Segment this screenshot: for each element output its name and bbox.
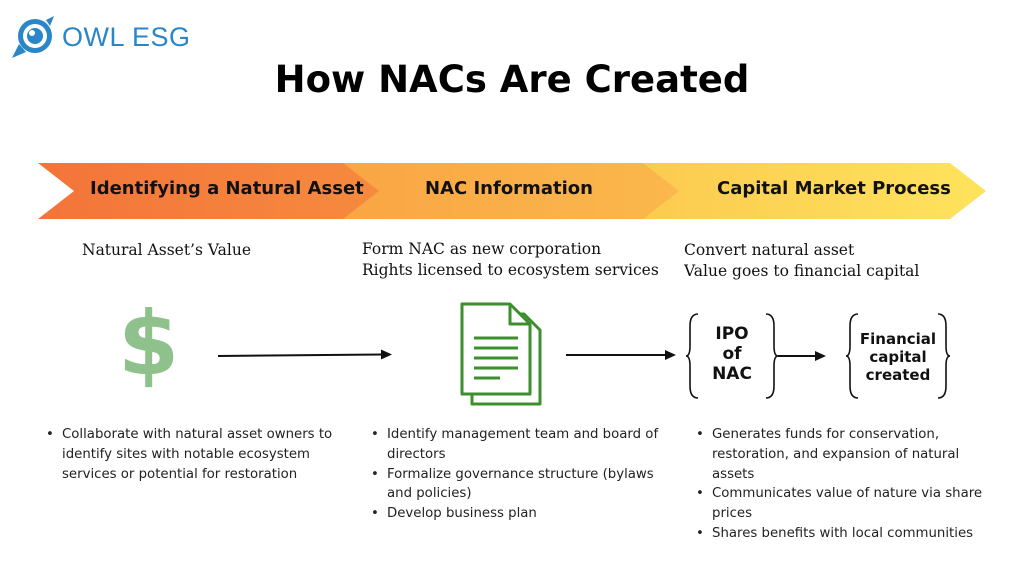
brand-logo: OWL ESG xyxy=(10,14,191,60)
flow-arrow-3 xyxy=(778,351,826,361)
stage-2-bullet-list: Identify management team and board of di… xyxy=(371,425,667,524)
stage-2-chevron xyxy=(338,163,679,219)
financial-capital-box-text: Financial capital created xyxy=(852,330,944,384)
list-item: Shares benefits with local communities xyxy=(696,524,996,544)
list-item: Communicates value of nature via share p… xyxy=(696,484,996,524)
list-item: Develop business plan xyxy=(371,504,667,524)
ipo-brace-box xyxy=(686,313,778,399)
list-item: Formalize governance structure (bylaws a… xyxy=(371,465,667,505)
financial-box-line-1: Financial xyxy=(859,330,937,348)
flow-arrow-2 xyxy=(566,350,676,360)
stage-2-description-line-2: Rights licensed to ecosystem services xyxy=(362,261,659,279)
ipo-box-line-1: IPO xyxy=(715,324,749,344)
stage-3-description-line-2: Value goes to financial capital xyxy=(684,262,920,280)
financial-capital-brace-box xyxy=(846,313,950,399)
stage-3-label: Capital Market Process xyxy=(717,178,951,199)
list-item: Collaborate with natural asset owners to… xyxy=(46,425,346,484)
dollar-icon: $ xyxy=(118,292,180,395)
stage-3-description-line-1: Convert natural asset xyxy=(684,241,855,259)
ipo-box-text: IPO of NAC xyxy=(700,324,764,384)
process-arrow-band xyxy=(38,163,986,219)
stage-3-chevron xyxy=(638,163,986,219)
document-icon xyxy=(460,302,542,406)
owl-eye-icon xyxy=(12,16,54,58)
stage-1-bullet-list: Collaborate with natural asset owners to… xyxy=(46,425,346,484)
list-item: Identify management team and board of di… xyxy=(371,425,667,465)
brand-name: OWL ESG xyxy=(62,21,191,52)
page-title: How NACs Are Created xyxy=(274,58,750,101)
stage-2-label: NAC Information xyxy=(425,178,593,199)
stage-1-chevron xyxy=(38,163,379,219)
list-item: Generates funds for conservation, restor… xyxy=(696,425,996,484)
stage-1-description: Natural Asset’s Value xyxy=(82,241,251,259)
financial-box-line-3: created xyxy=(865,366,931,384)
stage-2-description-line-1: Form NAC as new corporation xyxy=(362,240,602,258)
ipo-box-line-2: of xyxy=(722,344,742,364)
ipo-box-line-3: NAC xyxy=(712,364,752,384)
financial-box-line-2: capital xyxy=(869,348,927,366)
stage-1-label: Identifying a Natural Asset xyxy=(90,178,364,199)
flow-arrow-1 xyxy=(218,349,392,360)
stage-3-bullet-list: Generates funds for conservation, restor… xyxy=(696,425,996,544)
